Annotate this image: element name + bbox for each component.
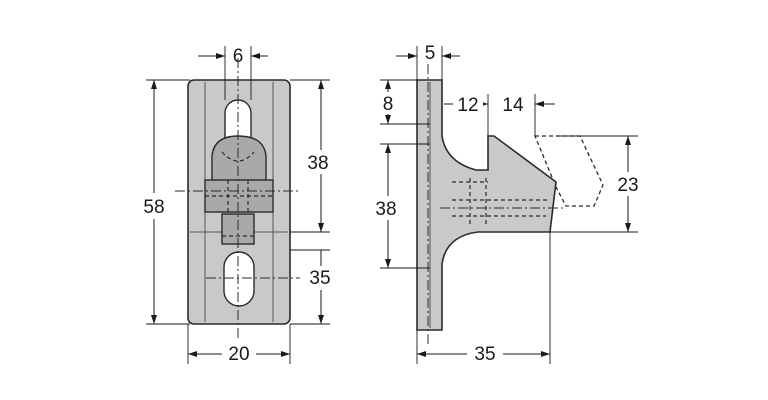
thickness-dimension: 5 <box>425 43 436 64</box>
tip-dimension: 14 <box>502 95 524 116</box>
depth-dimension: 35 <box>474 344 495 365</box>
bracket-profile <box>416 79 557 331</box>
front-view <box>175 58 300 338</box>
lower-slot-dimension: 35 <box>309 268 330 289</box>
front-view-dimensions: 6 58 38 35 20 <box>140 46 336 365</box>
body-height-dimension: 38 <box>375 199 396 220</box>
neck-dimension: 12 <box>457 95 478 116</box>
side-view-dimensions: 5 8 38 12 14 23 <box>369 43 645 365</box>
top-offset-dimension: 8 <box>383 94 394 115</box>
width-dimension: 20 <box>228 344 249 365</box>
slot-width-dimension: 6 <box>233 46 244 67</box>
stud-height-dimension: 23 <box>617 175 638 196</box>
height-dimension: 58 <box>143 197 164 218</box>
lower-mounting-slot <box>223 251 255 307</box>
upper-height-dimension: 38 <box>307 153 328 174</box>
stud-head <box>211 135 267 184</box>
